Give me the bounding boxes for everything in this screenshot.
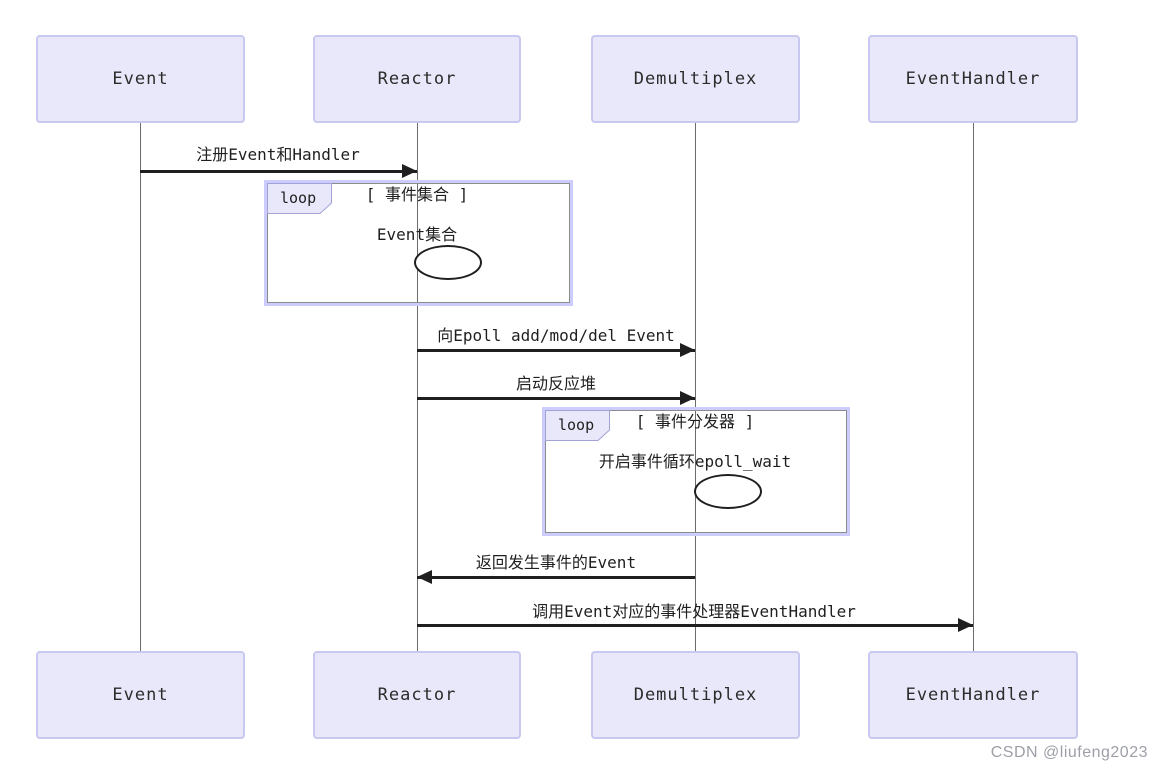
message-label: 注册Event和Handler (196, 145, 360, 164)
arrowhead-right-icon (402, 164, 417, 178)
message-label: 启动反应堆 (515, 374, 596, 393)
actor-label: EventHandler (905, 69, 1041, 89)
actor-box-eventhandler-bottom: EventHandler (868, 651, 1078, 739)
self-message-label: 开启事件循环epoll_wait (598, 452, 792, 471)
self-loop-ellipse (694, 474, 762, 509)
actor-box-demultiplex-bottom: Demultiplex (591, 651, 800, 739)
self-message-label: Event集合 (376, 225, 458, 244)
actor-label: Demultiplex (633, 69, 758, 89)
actor-box-reactor-bottom: Reactor (313, 651, 521, 739)
self-loop-ellipse (414, 245, 482, 280)
actor-box-event-top: Event (36, 35, 245, 123)
lifeline-demultiplex (695, 123, 696, 651)
lifeline-eventhandler (973, 123, 974, 651)
actor-box-eventhandler-top: EventHandler (868, 35, 1078, 123)
actor-box-demultiplex-top: Demultiplex (591, 35, 800, 123)
actor-label: Reactor (377, 685, 457, 705)
loop-label-tab (267, 183, 332, 214)
message-line (417, 349, 695, 352)
loop-frame-event-dispatcher (545, 410, 847, 533)
message-line (417, 397, 695, 400)
actor-label: Event (112, 685, 169, 705)
message-label: 调用Event对应的事件处理器EventHandler (532, 602, 856, 621)
loop-keyword: loop (280, 189, 317, 207)
actor-box-reactor-top: Reactor (313, 35, 521, 123)
arrowhead-left-icon (417, 570, 432, 584)
loop-condition: [ 事件集合 ] (365, 185, 469, 204)
arrowhead-right-icon (680, 391, 695, 405)
message-line (140, 170, 417, 173)
arrowhead-right-icon (958, 618, 973, 632)
actor-label: Event (112, 69, 169, 89)
message-label: 向Epoll add/mod/del Event (437, 326, 675, 345)
actor-label: Reactor (377, 69, 457, 89)
loop-keyword: loop (558, 416, 595, 434)
actor-label: EventHandler (905, 685, 1041, 705)
actor-label: Demultiplex (633, 685, 758, 705)
actor-box-event-bottom: Event (36, 651, 245, 739)
csdn-watermark: CSDN @liufeng2023 (990, 744, 1148, 761)
loop-frame-event-set (267, 183, 570, 303)
lifeline-event (140, 123, 141, 651)
loop-label-tab (545, 410, 610, 441)
arrowhead-right-icon (680, 343, 695, 357)
message-line (417, 576, 695, 579)
lifeline-reactor (417, 123, 418, 651)
loop-condition: [ 事件分发器 ] (635, 412, 755, 431)
message-line (417, 624, 973, 627)
message-label: 返回发生事件的Event (475, 553, 637, 572)
